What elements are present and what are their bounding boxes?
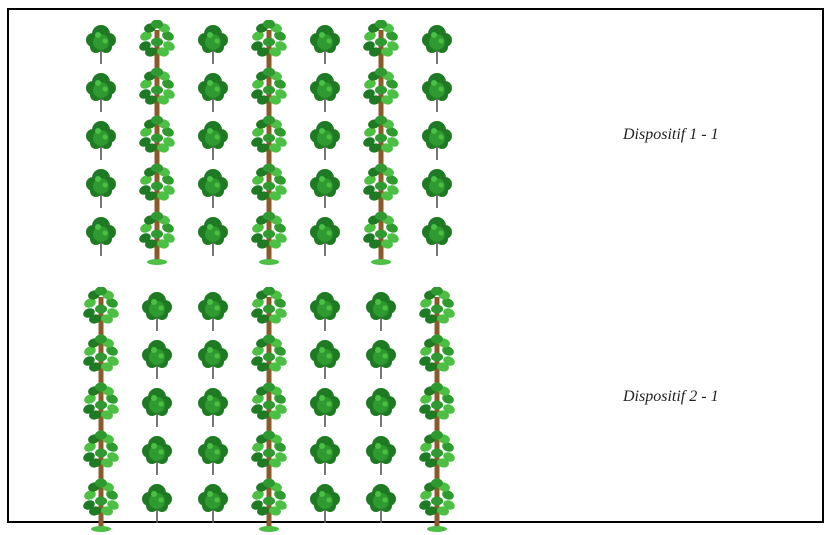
shrub-tree-icon: [198, 388, 228, 427]
shrub-tree-icon: [142, 436, 172, 475]
shrub-tree-icon: [422, 73, 452, 112]
tall-tree-icon: [363, 20, 399, 265]
shrub-tree-icon: [366, 484, 396, 523]
tree-grid-svg: [83, 287, 455, 532]
tree-grid-svg: [86, 20, 452, 265]
tall-tree-icon: [83, 287, 119, 532]
shrub-tree-icon: [366, 436, 396, 475]
label-dispositif-1-1: Dispositif 1 - 1: [623, 126, 719, 143]
shrub-tree-icon: [198, 121, 228, 160]
shrub-tree-icon: [310, 292, 340, 331]
shrub-tree-icon: [86, 169, 116, 208]
shrub-tree-icon: [310, 340, 340, 379]
shrub-tree-icon: [198, 436, 228, 475]
shrub-tree-icon: [142, 484, 172, 523]
shrub-tree-icon: [86, 121, 116, 160]
shrub-tree-icon: [142, 340, 172, 379]
shrub-tree-icon: [198, 340, 228, 379]
shrub-tree-icon: [310, 217, 340, 256]
shrub-tree-icon: [422, 217, 452, 256]
shrub-tree-icon: [422, 25, 452, 64]
shrub-tree-icon: [422, 121, 452, 160]
tall-tree-icon: [419, 287, 455, 532]
shrub-tree-icon: [198, 169, 228, 208]
shrub-tree-icon: [86, 73, 116, 112]
shrub-tree-icon: [366, 292, 396, 331]
shrub-tree-icon: [366, 340, 396, 379]
shrub-tree-icon: [310, 25, 340, 64]
figure-frame: Dispositif 1 - 1 Dispositif 2 - 1: [7, 8, 824, 532]
shrub-tree-icon: [366, 388, 396, 427]
shrub-tree-icon: [310, 121, 340, 160]
shrub-tree-icon: [198, 217, 228, 256]
shrub-tree-icon: [422, 169, 452, 208]
shrub-tree-icon: [142, 388, 172, 427]
shrub-tree-icon: [310, 73, 340, 112]
shrub-tree-icon: [198, 73, 228, 112]
shrub-tree-icon: [142, 292, 172, 331]
tall-tree-icon: [251, 20, 287, 265]
label-dispositif-2-1: Dispositif 2 - 1: [623, 388, 719, 405]
shrub-tree-icon: [198, 484, 228, 523]
tall-tree-icon: [139, 20, 175, 265]
shrub-tree-icon: [310, 388, 340, 427]
tree-grid-dispositif-1-1: [79, 20, 459, 268]
shrub-tree-icon: [310, 169, 340, 208]
shrub-tree-icon: [310, 484, 340, 523]
shrub-tree-icon: [86, 25, 116, 64]
tall-tree-icon: [251, 287, 287, 532]
tree-grid-dispositif-2-1: [79, 287, 459, 535]
shrub-tree-icon: [86, 217, 116, 256]
shrub-tree-icon: [198, 292, 228, 331]
shrub-tree-icon: [198, 25, 228, 64]
shrub-tree-icon: [310, 436, 340, 475]
